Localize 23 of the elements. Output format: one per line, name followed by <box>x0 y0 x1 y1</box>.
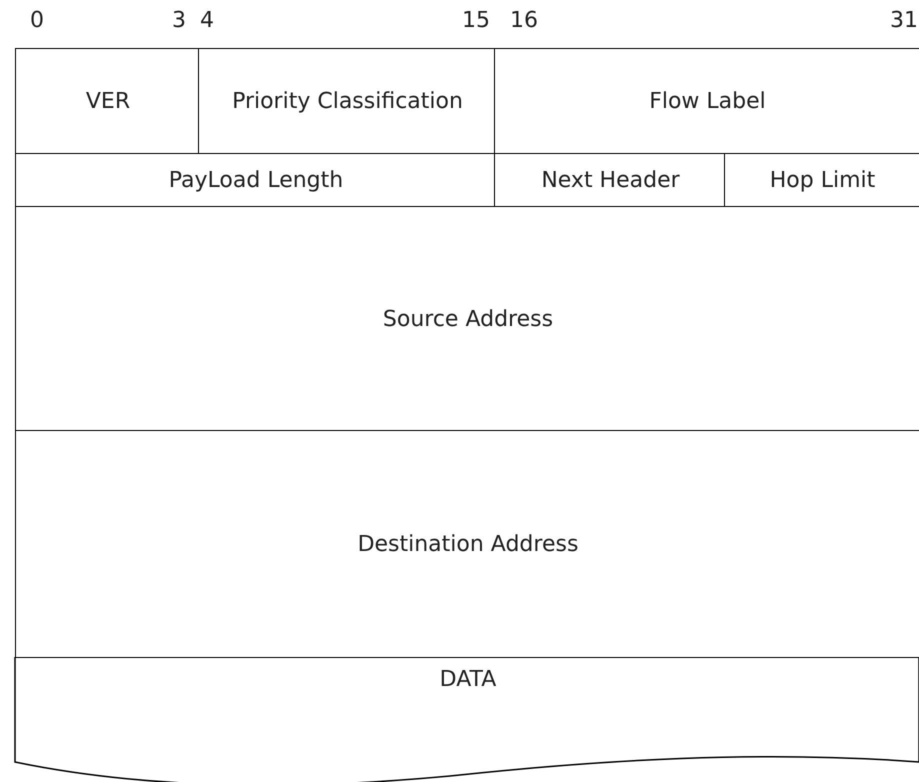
header-field <box>15 430 919 658</box>
bit-number: 15 <box>462 8 490 33</box>
header-field <box>15 153 497 208</box>
field-name: Priority Classification <box>232 88 463 115</box>
field-name: DATA <box>440 666 496 693</box>
field-name: Source Address <box>382 306 554 332</box>
header-field <box>198 48 497 155</box>
header-field <box>15 206 919 432</box>
field-name: Hop Limit <box>770 167 876 194</box>
field-name: VER <box>86 88 130 115</box>
header-field <box>494 153 727 208</box>
bit-number: 3 <box>172 8 186 33</box>
field-name: Destination Address <box>358 530 578 558</box>
header-field <box>15 48 201 155</box>
bit-number: 0 <box>30 8 44 33</box>
header-field <box>494 48 919 155</box>
bit-number: 16 <box>510 8 538 33</box>
field-name: Next Header <box>541 167 680 194</box>
field-name: Flow Label <box>649 88 766 115</box>
header-field <box>724 153 919 208</box>
bit-number: 31 <box>890 8 918 33</box>
bit-number: 4 <box>200 8 214 33</box>
field-name: PayLoad Length <box>168 167 344 194</box>
